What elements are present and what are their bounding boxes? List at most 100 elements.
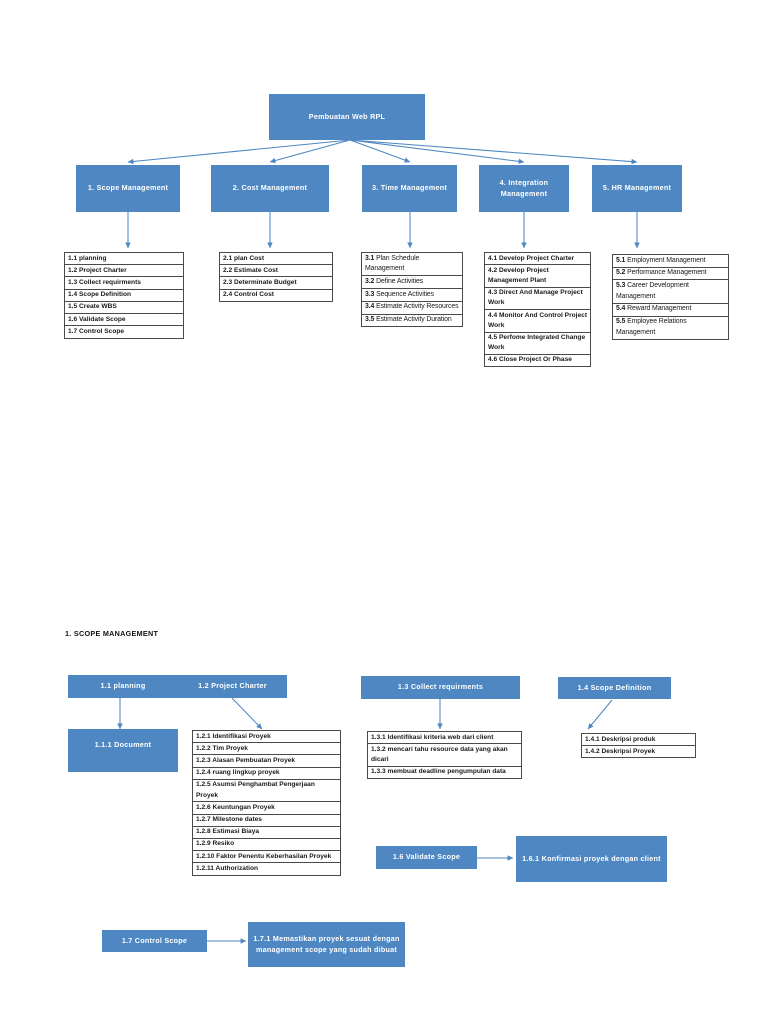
table-row: 1.2.10 Faktor Penentu Keberhasilan Proye… xyxy=(193,851,340,864)
scope-section-heading: 1. SCOPE MANAGEMENT xyxy=(65,629,159,638)
table-row: 1.6 Validate Scope xyxy=(65,314,183,327)
wbs-node-time-management: 3. Time Management xyxy=(362,165,457,212)
wbs-node-integration-management: 4. Integration Management xyxy=(479,165,569,212)
row-number: 4.4 xyxy=(488,311,498,319)
row-number: 1.2.1 xyxy=(196,732,211,740)
row-number: 1.3 xyxy=(68,278,78,286)
node-label: 1.1 planning xyxy=(100,681,146,691)
row-number: 1.4.1 xyxy=(585,735,600,743)
wbs-root-node: Pembuatan Web RPL xyxy=(269,94,425,140)
wbs-node-label: 4. Integration Management xyxy=(499,178,549,198)
table-row: 1.2.5 Asumsi Penghambat Pengerjaan Proye… xyxy=(193,780,340,803)
node-1-2-project-charter: 1.2 Project Charter xyxy=(178,675,287,698)
node-label: 1.2 Project Charter xyxy=(198,681,267,691)
table-row: 5.3 Career Development Management xyxy=(613,280,728,304)
row-number: 1.3.2 xyxy=(371,745,386,753)
node-1-7-control-scope: 1.7 Control Scope xyxy=(102,930,207,952)
wbs-node-label: 5. HR Management xyxy=(602,183,672,193)
row-number: 3.2 xyxy=(365,277,375,285)
row-number: 3.5 xyxy=(365,316,375,324)
row-number: 3.4 xyxy=(365,303,375,311)
table-row: 1.2.1 Identifikasi Proyek xyxy=(193,731,340,744)
wbs-node-label: 2. Cost Management xyxy=(232,183,308,193)
row-number: 5.5 xyxy=(616,318,626,326)
table-row: 1.7 Control Scope xyxy=(68,327,125,335)
row-number: 1.2.4 xyxy=(196,769,211,777)
row-number: 1.2 xyxy=(68,266,78,274)
row-number: 1.7 xyxy=(68,327,78,335)
table-row: 1.2.2 Tim Proyek xyxy=(193,743,340,756)
table-row: 3.5 Estimate Activity Duration xyxy=(365,316,452,324)
wbs-node-label: 1. Scope Management xyxy=(87,183,169,193)
table-row: 1.3.1 Identifikasi kriteria web dari cli… xyxy=(368,732,521,745)
row-number: 2.2 xyxy=(223,266,233,274)
row-number: 1.2.9 xyxy=(196,840,211,848)
wbs-node-cost-management: 2. Cost Management xyxy=(211,165,329,212)
row-number: 3.3 xyxy=(365,290,375,298)
node-1-1-1-document: 1.1.1 Document xyxy=(68,729,178,772)
row-number: 1.2.6 xyxy=(196,803,211,811)
row-number: 4.1 xyxy=(488,254,498,262)
table-row: 1.2 Project Charter xyxy=(65,265,183,278)
node-1-6-validate-scope: 1.6 Validate Scope xyxy=(376,846,477,869)
table-row: 3.1 Plan Schedule Management xyxy=(362,253,462,277)
row-number: 1.5 xyxy=(68,303,78,311)
table-row: 2.1 plan Cost xyxy=(220,253,332,266)
row-number: 1.2.3 xyxy=(196,756,211,764)
table-row: 1.2.3 Alasan Pembuatan Proyek xyxy=(193,755,340,768)
row-number: 4.6 xyxy=(488,356,498,364)
collect-requirments-items-table: 1.3.1 Identifikasi kriteria web dari cli… xyxy=(367,731,522,779)
row-number: 4.5 xyxy=(488,334,498,342)
node-label: 1.6.1 Konfirmasi proyek dengan client xyxy=(522,853,661,863)
table-row: 1.4 Scope Definition xyxy=(65,290,183,302)
node-1-4-scope-definition: 1.4 Scope Definition xyxy=(558,677,671,699)
node-1-7-1-memastikan-proyek: 1.7.1 Memastikan proyek sesuat dengan ma… xyxy=(248,922,405,967)
row-number: 1.2.5 xyxy=(196,781,211,789)
row-number: 4.3 xyxy=(488,289,498,297)
row-number: 1.2.10 xyxy=(196,852,215,860)
table-row: 1.2.6 Keuntungan Proyek xyxy=(193,802,340,815)
table-row: 4.3 Direct And Manage Project Work xyxy=(485,288,590,311)
row-number: 1.3.1 xyxy=(371,733,386,741)
wbs-node-label: 3. Time Management xyxy=(371,183,448,193)
table-row: 4.1 Develop Project Charter xyxy=(485,253,590,266)
table-row: 4.2 Develop Project Management Plant xyxy=(485,265,590,288)
node-label: 1.6 Validate Scope xyxy=(392,852,461,862)
node-label: 1.4 Scope Definition xyxy=(577,682,652,692)
table-row: 1.3 Collect requirments xyxy=(65,277,183,290)
table-row: 3.3 Sequence Activities xyxy=(362,289,462,302)
table-row: 5.4 Reward Management xyxy=(613,304,728,317)
table-row: 1.3.2 mencari tahu resource data yang ak… xyxy=(368,744,521,767)
row-number: 5.2 xyxy=(616,269,626,277)
node-1-3-collect-requirments: 1.3 Collect requirments xyxy=(361,676,520,699)
node-1-6-1-konfirmasi-proyek: 1.6.1 Konfirmasi proyek dengan client xyxy=(516,836,667,882)
node-label: 1.7 Control Scope xyxy=(121,935,188,945)
wbs-node-hr-management: 5. HR Management xyxy=(592,165,682,212)
row-number: 4.2 xyxy=(488,266,498,274)
row-number: 3.1 xyxy=(365,254,375,262)
row-number: 1.2.2 xyxy=(196,744,211,752)
table-row: 2.3 Determinate Budget xyxy=(220,277,332,290)
row-number: 1.3.3 xyxy=(371,768,386,776)
wbs-root-label: Pembuatan Web RPL xyxy=(308,111,386,121)
row-number: 1.6 xyxy=(68,315,78,323)
table-row: 5.2 Performance Management xyxy=(613,268,728,281)
table-row: 4.4 Monitor And Control Project Work xyxy=(485,310,590,333)
table-row: 2.2 Estimate Cost xyxy=(220,265,332,278)
table-row: 4.6 Close Project Or Phase xyxy=(488,356,572,364)
table-row: 5.5 Employee Relations Management xyxy=(616,318,687,336)
row-number: 2.1 xyxy=(223,254,233,262)
table-row: 1.3.3 membuat deadline pengumpulan data xyxy=(371,768,506,776)
node-label: 1.1.1 Document xyxy=(94,740,152,749)
table-row: 4.5 Perfome Integrated Change Work xyxy=(485,333,590,355)
table-row: 1.2.9 Resiko xyxy=(193,839,340,852)
row-number: 1.1 xyxy=(68,254,78,262)
row-number: 1.4 xyxy=(68,291,78,299)
